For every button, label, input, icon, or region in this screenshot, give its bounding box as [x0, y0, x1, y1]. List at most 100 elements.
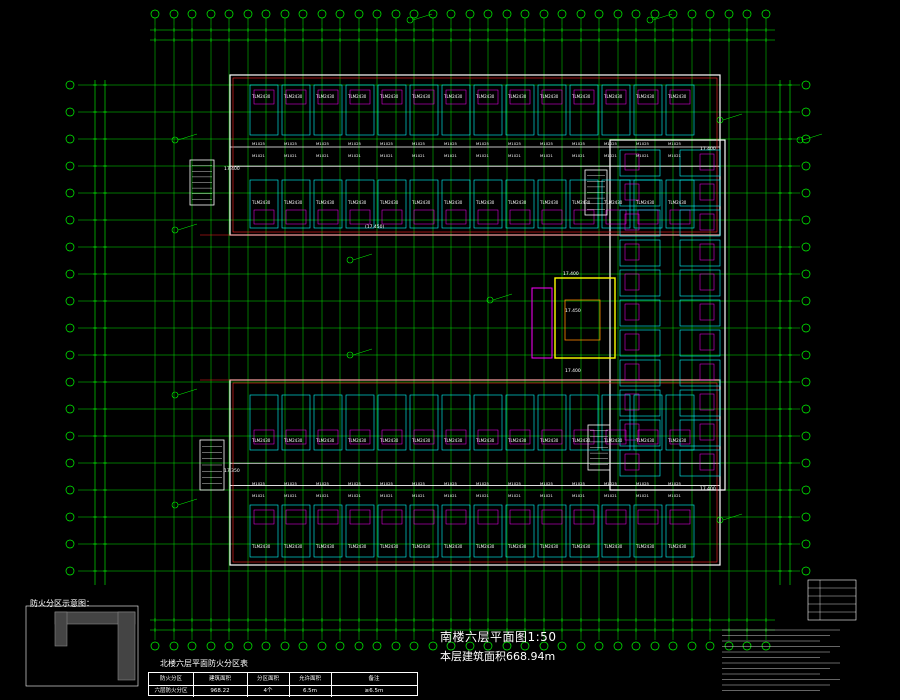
- annotation-bubble: [406, 16, 414, 24]
- axis-bubble: [65, 323, 75, 333]
- door-label: M1021: [316, 493, 330, 498]
- axis-bubble: [631, 641, 641, 651]
- bathroom-outline: [624, 153, 640, 171]
- level-label: 17.400: [700, 146, 716, 152]
- room-outline: [679, 389, 721, 417]
- window-label: TLM2430: [411, 544, 431, 549]
- door-label: M1025: [572, 481, 586, 486]
- bathroom-outline: [624, 273, 640, 291]
- axis-bubble: [65, 80, 75, 90]
- level-label: 17.400: [563, 271, 579, 277]
- room-outline: [473, 84, 503, 136]
- axis-bubble: [335, 9, 345, 19]
- door-label: M1025: [412, 141, 426, 146]
- drawing-title: 南楼六层平面图1:50: [440, 630, 557, 644]
- room-outline: [441, 84, 471, 136]
- axis-bubble: [801, 458, 811, 468]
- door-label: M1025: [572, 141, 586, 146]
- bathroom-outline: [637, 429, 659, 445]
- axis-bubble: [169, 641, 179, 651]
- bathroom-outline: [349, 209, 371, 225]
- bathroom-outline: [573, 509, 595, 525]
- bathroom-outline: [699, 273, 715, 291]
- room-outline: [601, 504, 631, 558]
- bathroom-outline: [624, 213, 640, 231]
- axis-bubble: [801, 107, 811, 117]
- bathroom-outline: [413, 429, 435, 445]
- axis-bubble: [801, 431, 811, 441]
- table-cell: 4个: [247, 685, 290, 697]
- room-outline: [281, 504, 311, 558]
- axis-bubble: [372, 641, 382, 651]
- bathroom-outline: [509, 89, 531, 105]
- axis-bubble: [613, 9, 623, 19]
- room-outline: [569, 84, 599, 136]
- window-label: TLM2430: [539, 200, 559, 205]
- bathroom-outline: [637, 509, 659, 525]
- door-label: M1025: [476, 481, 490, 486]
- room-outline: [281, 179, 311, 229]
- axis-bubble: [150, 641, 160, 651]
- axis-bubble: [280, 9, 290, 19]
- window-label: TLM2430: [475, 200, 495, 205]
- atrium-outline: [554, 277, 616, 359]
- bathroom-outline: [637, 89, 659, 105]
- axis-bubble: [594, 641, 604, 651]
- bathroom-outline: [509, 429, 531, 445]
- door-label: M1025: [636, 141, 650, 146]
- axis-bubble: [280, 641, 290, 651]
- table-cell: 分区面积: [247, 673, 290, 685]
- axis-bubble: [650, 641, 660, 651]
- window-label: TLM2430: [411, 200, 431, 205]
- table-header-row: 防火分区 建筑面积 分区面积 允许面积 备注: [149, 673, 417, 686]
- room-outline: [313, 84, 343, 136]
- door-label: M1021: [348, 153, 362, 158]
- window-label: TLM2430: [315, 544, 335, 549]
- door-label: M1025: [348, 481, 362, 486]
- door-label: M1025: [284, 481, 298, 486]
- room-outline: [409, 394, 439, 451]
- bathroom-outline: [624, 333, 640, 351]
- room-outline: [505, 179, 535, 229]
- door-label: M1021: [316, 153, 330, 158]
- axis-bubble: [65, 404, 75, 414]
- bathroom-outline: [285, 509, 307, 525]
- room-outline: [313, 394, 343, 451]
- axis-bubble: [298, 9, 308, 19]
- door-label: M1025: [636, 481, 650, 486]
- room-outline: [281, 394, 311, 451]
- door-label: M1021: [476, 153, 490, 158]
- door-label: M1021: [252, 153, 266, 158]
- window-label: TLM2430: [571, 438, 591, 443]
- axis-bubble: [65, 107, 75, 117]
- annotation-leader: [412, 13, 433, 21]
- axis-bubble: [206, 641, 216, 651]
- window-label: TLM2430: [411, 94, 431, 99]
- annotation-leader: [177, 498, 198, 506]
- bathroom-outline: [413, 509, 435, 525]
- axis-bubble: [446, 641, 456, 651]
- room-outline: [441, 504, 471, 558]
- axis-bubble: [801, 512, 811, 522]
- axis-bubble: [409, 641, 419, 651]
- window-label: TLM2430: [347, 94, 367, 99]
- bathroom-outline: [699, 153, 715, 171]
- door-label: M1025: [540, 141, 554, 146]
- axis-bubble: [206, 9, 216, 19]
- bathroom-outline: [605, 509, 627, 525]
- room-outline: [619, 449, 661, 477]
- bathroom-outline: [317, 209, 339, 225]
- table-cell: 允许面积: [289, 673, 332, 685]
- room-outline: [313, 504, 343, 558]
- axis-bubble: [801, 215, 811, 225]
- bathroom-outline: [253, 509, 275, 525]
- room-outline: [619, 389, 661, 417]
- annotation-leader: [177, 388, 198, 396]
- axis-bubble: [801, 485, 811, 495]
- bathroom-outline: [509, 509, 531, 525]
- annotation-bubble: [346, 256, 354, 264]
- window-label: TLM2430: [475, 438, 495, 443]
- axis-bubble: [298, 641, 308, 651]
- axis-bubble: [465, 9, 475, 19]
- room-outline: [409, 179, 439, 229]
